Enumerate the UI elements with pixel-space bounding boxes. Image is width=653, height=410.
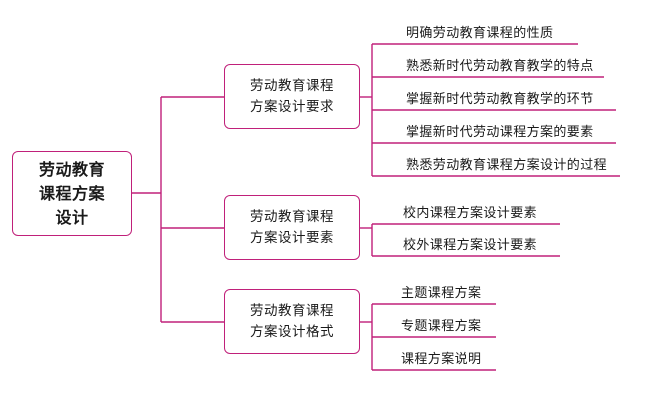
branch-label-line2: 方案设计格式 (250, 323, 334, 340)
leaf-item: 校外课程方案设计要素 (403, 238, 538, 253)
branch-label-line1: 劳动教育课程 (250, 208, 334, 225)
branch-label-line1: 劳动教育课程 (250, 77, 334, 94)
leaf-item: 课程方案说明 (401, 352, 482, 367)
leaf-item: 主题课程方案 (401, 286, 482, 301)
root-label-line2: 课程方案设计 (38, 183, 105, 227)
leaf-item: 掌握新时代劳动教育教学的环节 (406, 92, 594, 107)
branch-label: 劳动教育课程 方案设计要素 (242, 207, 342, 249)
leaf-item: 专题课程方案 (401, 319, 482, 334)
leaf-item: 明确劳动教育课程的性质 (406, 26, 554, 41)
branch-label: 劳动教育课程 方案设计要求 (242, 76, 342, 118)
branch-label-line1: 劳动教育课程 (250, 302, 334, 319)
branch-node-formats: 劳动教育课程 方案设计格式 (224, 289, 360, 354)
branch-label-line2: 方案设计要求 (250, 98, 334, 115)
leaf-item: 熟悉劳动教育课程方案设计的过程 (406, 158, 608, 173)
leaf-item: 熟悉新时代劳动教育教学的特点 (406, 59, 594, 74)
branch-node-elements: 劳动教育课程 方案设计要素 (224, 195, 360, 260)
root-node: 劳动教育 课程方案设计 (12, 151, 132, 236)
root-label: 劳动教育 课程方案设计 (32, 158, 112, 230)
branch-node-requirements: 劳动教育课程 方案设计要求 (224, 64, 360, 129)
branch-label: 劳动教育课程 方案设计格式 (242, 301, 342, 343)
root-label-line1: 劳动教育 (38, 159, 105, 179)
branch-label-line2: 方案设计要素 (250, 229, 334, 246)
leaf-item: 校内课程方案设计要素 (403, 206, 538, 221)
leaf-item: 掌握新时代劳动课程方案的要素 (406, 125, 594, 140)
